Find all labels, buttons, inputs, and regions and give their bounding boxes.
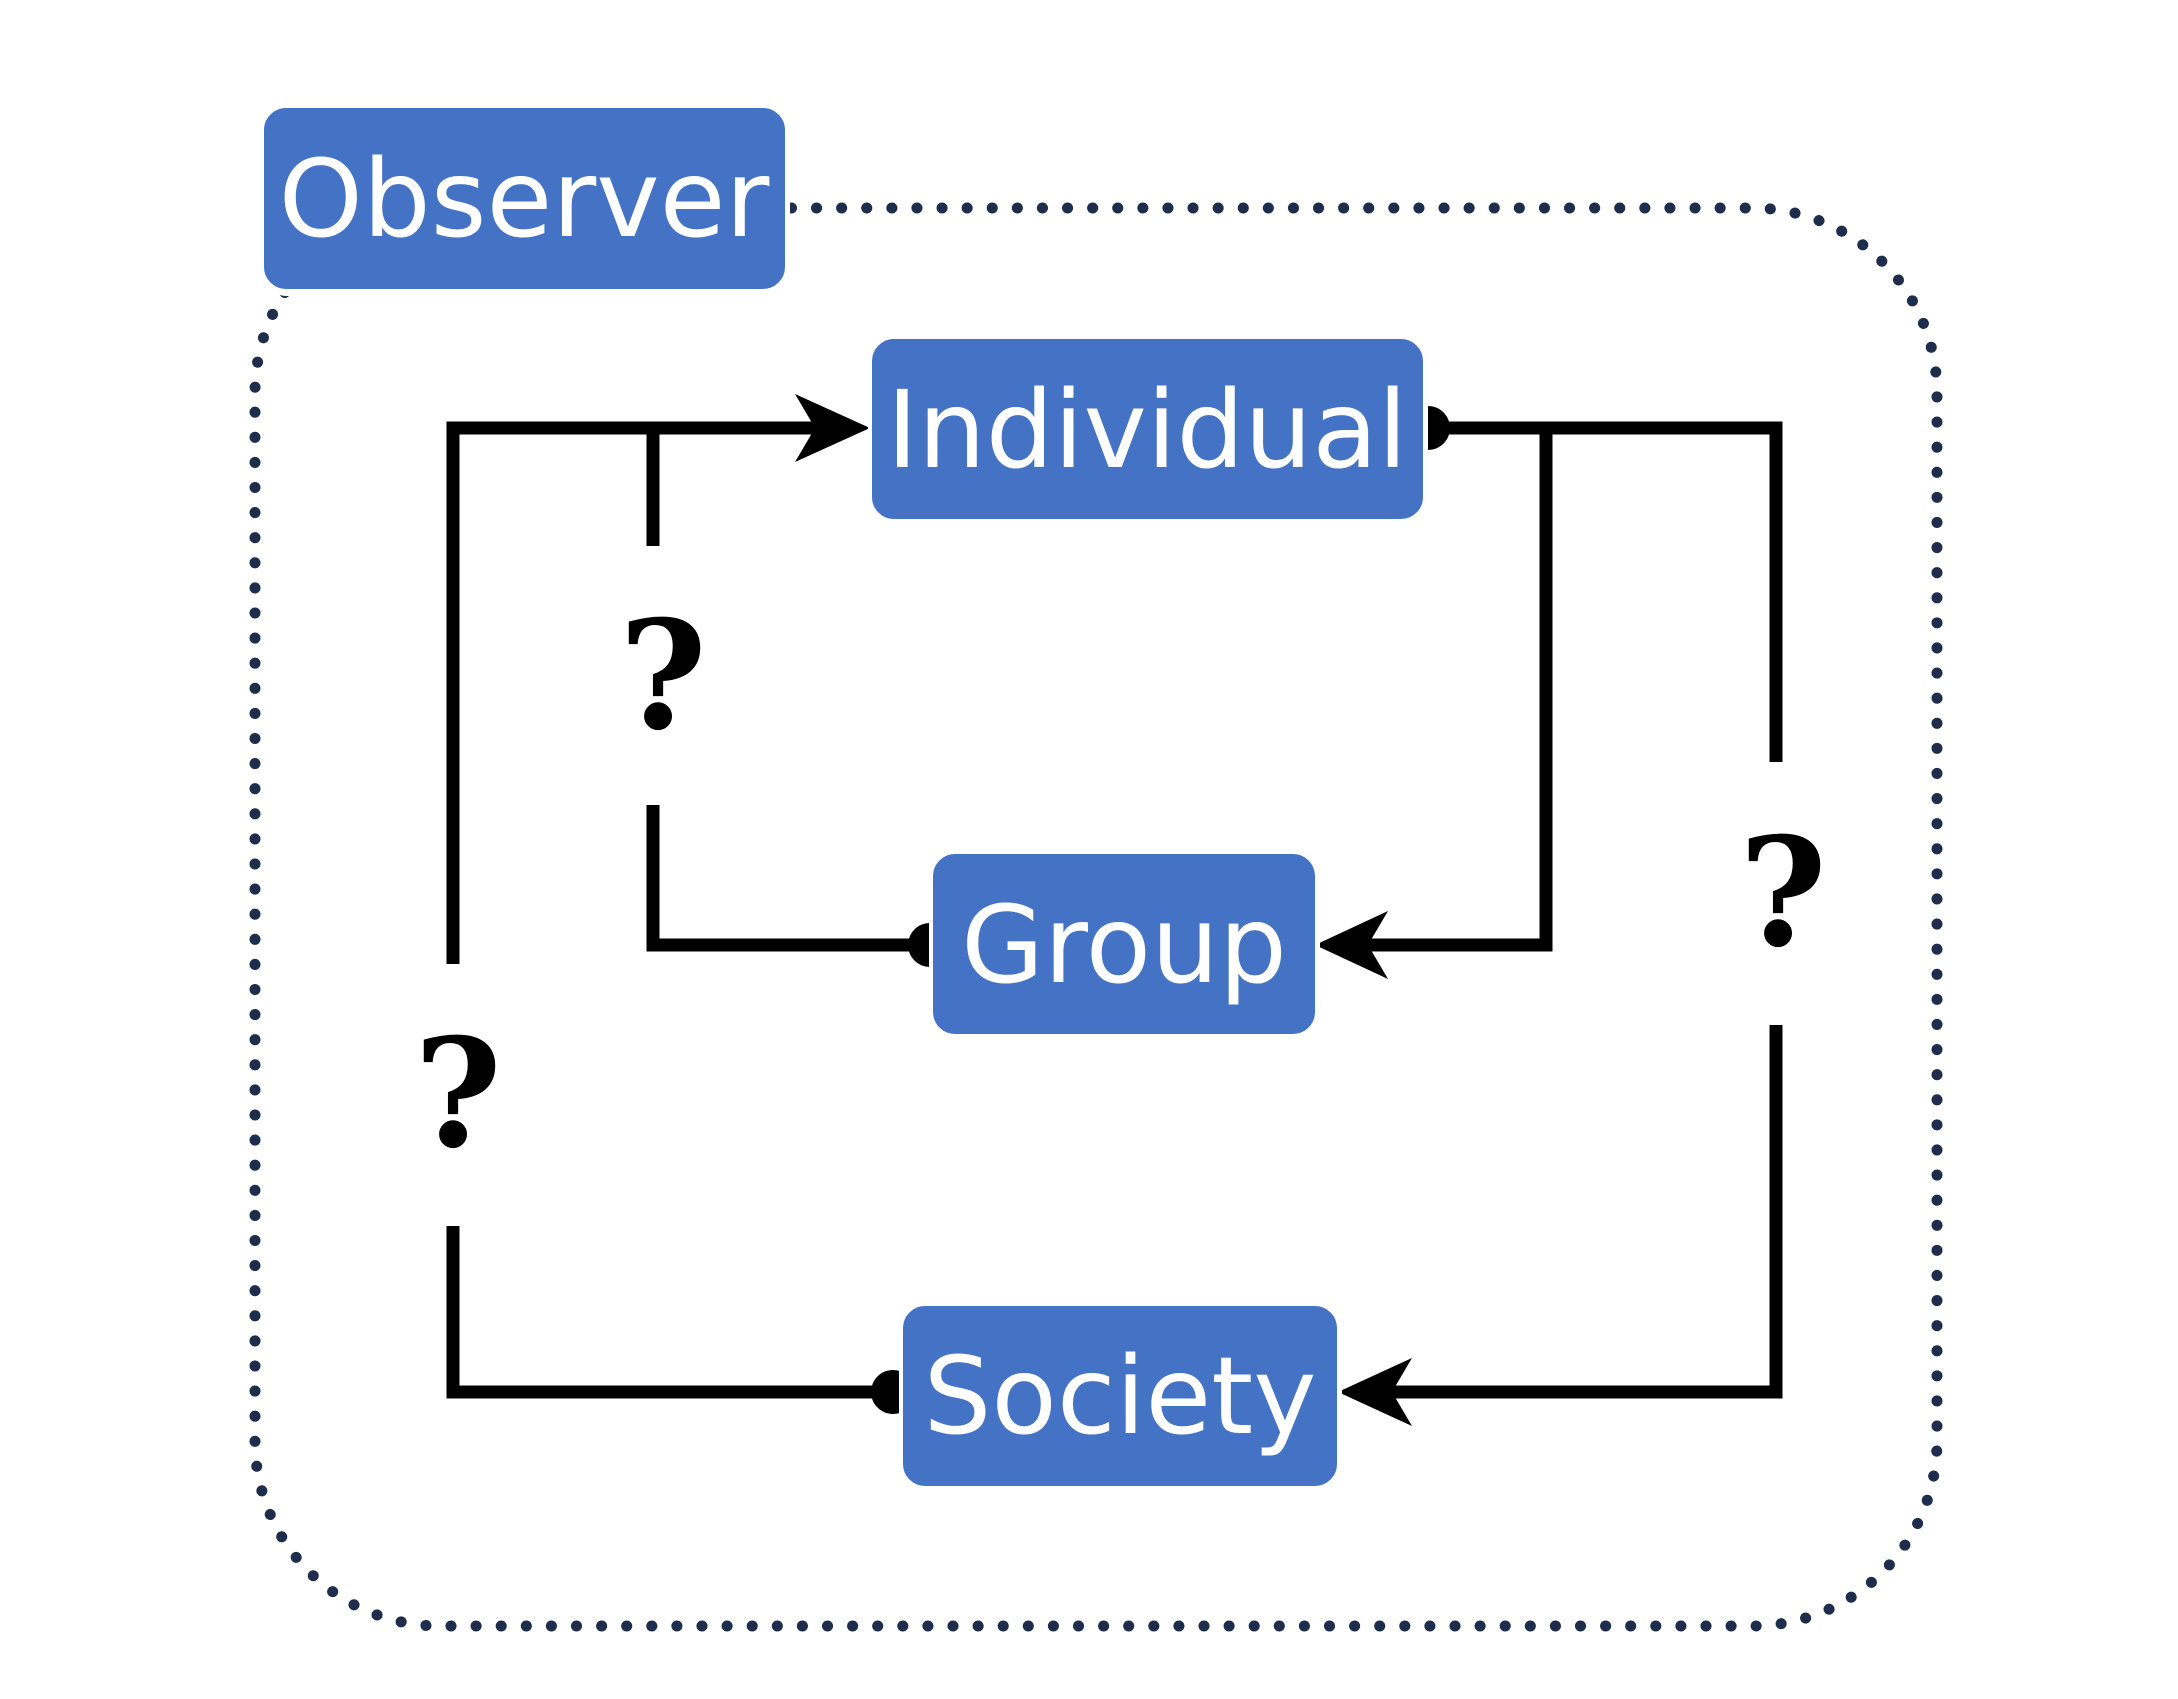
society-label: Society [923,1335,1316,1459]
arrowhead-into-group [1315,911,1388,979]
group-node[interactable]: Group [929,850,1320,1041]
observer-node[interactable]: Observer [260,104,790,296]
observer-label: Observer [279,138,770,262]
group-label: Group [961,884,1287,1008]
individual-node[interactable]: Individual [868,335,1428,526]
connector-individual-to-society-lower [1385,1025,1783,1399]
observer-boundary [249,202,1943,1632]
unknown-link-individual-society: ? [1739,805,1827,981]
connector-group-to-individual [646,805,930,952]
arrowhead-into-individual [795,394,870,462]
connector-individual-to-group [1360,421,1553,952]
society-node[interactable]: Society [899,1302,1342,1493]
arrowhead-into-society [1338,1358,1412,1426]
connector-individual-to-society [1546,421,1783,762]
connector-society-to-individual-upper [446,421,818,964]
individual-label: Individual [886,369,1407,493]
unknown-link-group-individual: ? [619,588,707,764]
unknown-link-society-individual: ? [414,1006,502,1182]
connector-society-to-individual [446,1226,893,1399]
